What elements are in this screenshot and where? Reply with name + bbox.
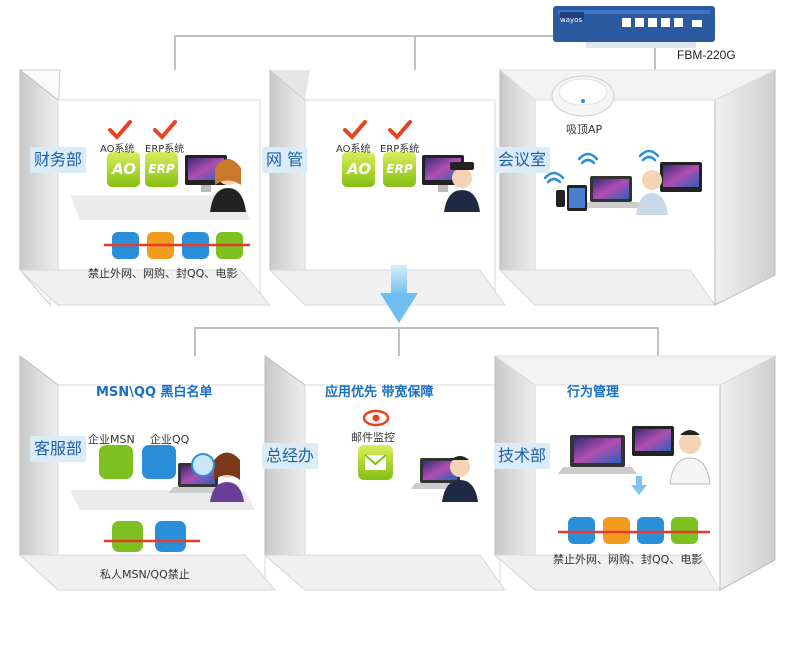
device-brand: wayos [560,16,583,24]
person-icon [210,159,711,502]
system-label-erp: ERP系统 [145,144,185,155]
app-label-enterprise-msn: 企业MSN [88,433,135,446]
room-label-gm-office: 总经办 [262,443,319,469]
banned-app-icons-tech [558,517,710,544]
wifi-icon [543,149,660,184]
top-room-2-walls [268,68,506,307]
banned-app-icons-msn [104,521,200,552]
feature-title-priority: 应用优先 带宽保障 [325,385,434,400]
system-label-erp: ERP系统 [380,144,420,155]
app-tile-icon [107,152,416,187]
room-label-netadmin: 网 管 [262,147,308,173]
network-lines-bottom [194,327,659,356]
ao-tile-text: AO [347,160,371,178]
mail-tile-icon [358,445,393,480]
desktop-computer-icon [185,155,702,456]
eye-icon [362,409,390,427]
room-label-meeting: 会议室 [494,147,551,173]
feature-title-behavior: 行为管理 [567,385,620,400]
bottom-room-1-walls [18,354,277,592]
down-arrow [380,265,418,323]
check-mark-icon [108,120,412,140]
erp-tile-text: ERP [148,162,175,176]
top-room-3-walls [498,68,776,307]
room-label-finance: 财务部 [30,147,87,173]
system-label-ao: AO系统 [100,144,135,155]
ban-text-tech: 禁止外网、网购、封QQ、电影 [553,553,703,566]
system-label-ao: AO系统 [336,144,371,155]
ban-text-finance: 禁止外网、网购、封QQ、电影 [88,267,238,280]
msn-qq-app-icons [99,445,215,479]
app-label-mail-monitor: 邮件监控 [351,431,395,444]
room-label-tech: 技术部 [494,443,551,469]
tablet-icon [556,185,587,211]
feature-title-blacklist: MSN\QQ 黑白名单 [96,385,213,400]
app-label-enterprise-qq: 企业QQ [150,433,190,446]
ap-label: 吸顶AP [566,123,603,136]
top-room-1-walls [18,68,272,307]
router-device [553,6,715,48]
ban-text-service: 私人MSN/QQ禁止 [100,568,190,581]
ceiling-ap-icon [551,75,615,117]
ao-tile-text: AO [112,160,136,178]
bottom-room-2-walls [263,355,506,592]
device-model: FBM-220G [677,48,736,62]
network-lines-top [174,35,656,70]
small-down-arrow [631,476,647,495]
room-label-service: 客服部 [30,436,87,462]
erp-tile-text: ERP [386,162,413,176]
banned-app-icons-top [104,232,250,259]
